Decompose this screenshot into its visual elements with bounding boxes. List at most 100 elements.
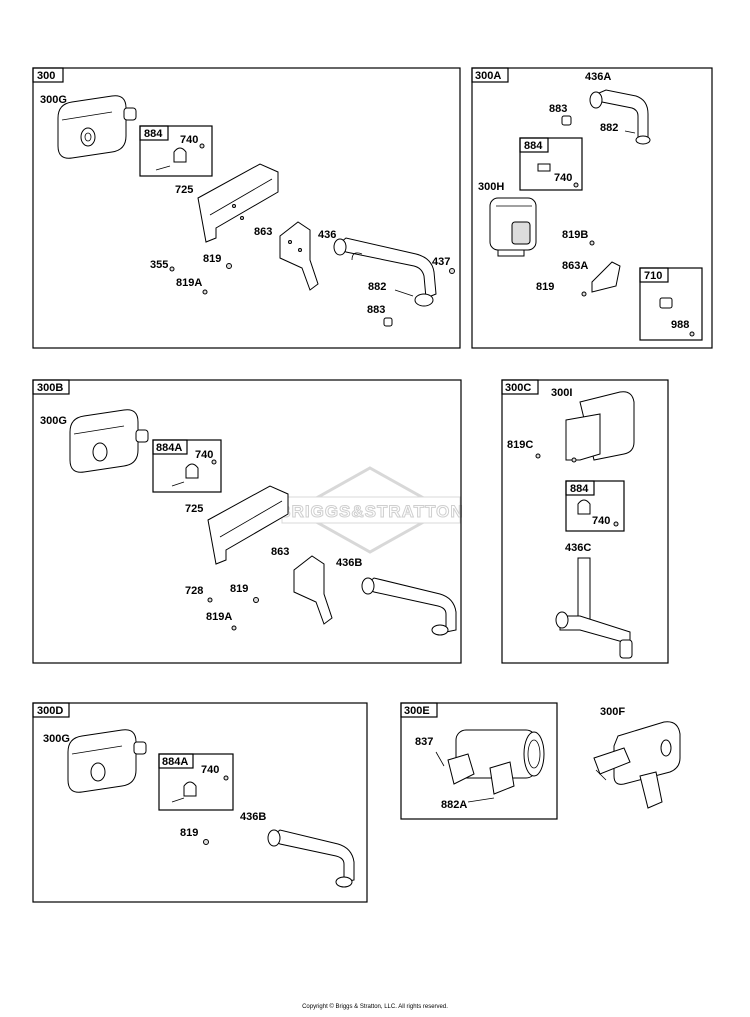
section-300e-tag-box: [400, 702, 438, 718]
bracket-863: [279, 221, 319, 291]
label-882a: 882A: [441, 799, 467, 811]
section-300-tag: 300: [37, 70, 55, 82]
kit-884-c-frame: [565, 480, 625, 532]
label-725-b: 725: [185, 503, 203, 515]
section-300a-tag: 300A: [475, 70, 501, 82]
label-436a: 436A: [585, 71, 611, 83]
label-300h: 300H: [478, 181, 504, 193]
label-819b: 819B: [562, 229, 588, 241]
label-300g-b: 300G: [40, 415, 67, 427]
section-300c: 300C 300I 819C 884 740 436C: [501, 379, 669, 664]
kit-884a-d-tag-box: [158, 753, 194, 769]
label-819a: 819A: [176, 277, 202, 289]
section-300f: 300F: [593, 706, 681, 809]
label-300g-d: 300G: [43, 733, 70, 745]
label-819: 819: [203, 253, 221, 265]
section-300b-frame: [32, 379, 462, 664]
section-300e-frame: [400, 702, 558, 820]
label-988: 988: [671, 319, 689, 331]
kit-884a-d-frame: [158, 753, 234, 811]
label-740-d: 740: [201, 764, 219, 776]
label-863-b: 863: [271, 546, 289, 558]
label-883: 883: [367, 304, 385, 316]
section-300a-frame: [471, 67, 713, 349]
section-300a-tag-box: [471, 67, 509, 83]
label-819a-b: 819A: [206, 611, 232, 623]
exhaust-pipe-436c: [555, 557, 633, 659]
section-300b-tag-box: [32, 379, 70, 395]
section-300e: 300E 837 882A: [400, 702, 558, 820]
label-837: 837: [415, 736, 433, 748]
section-300-tag-box: [32, 67, 64, 83]
label-863a: 863A: [562, 260, 588, 272]
label-355: 355: [150, 259, 168, 271]
kit-710-frame: [639, 267, 703, 341]
label-740: 740: [180, 134, 198, 146]
muffler-300g: [57, 95, 137, 159]
label-884: 884: [144, 128, 163, 140]
label-436b: 436B: [336, 557, 362, 569]
section-300b: 300B 300G 884A 740 725 863 436B 728 8: [32, 379, 462, 664]
label-819-a: 819: [536, 281, 554, 293]
kit-710-tag-box: [639, 267, 669, 283]
label-436b-d: 436B: [240, 811, 266, 823]
label-710: 710: [644, 270, 662, 282]
watermark-text: BRIGGS&STRATTON: [278, 502, 463, 521]
muffler-300f: [593, 721, 681, 809]
section-300-frame: [32, 67, 461, 349]
exhaust-pipe-436b-d: [267, 829, 355, 888]
section-300e-tag: 300E: [404, 705, 430, 717]
kit-884-a-tag-box: [519, 137, 549, 153]
label-882: 882: [368, 281, 386, 293]
muffler-300g-d: [67, 729, 147, 793]
label-728: 728: [185, 585, 203, 597]
label-740-a: 740: [554, 172, 572, 184]
label-436: 436: [318, 229, 336, 241]
label-819-b: 819: [230, 583, 248, 595]
label-740-c: 740: [592, 515, 610, 527]
label-882-a: 882: [600, 122, 618, 134]
section-300a: 300A 436A 883 882 884 740 300H 819B 863A…: [471, 67, 713, 349]
section-300c-frame: [501, 379, 669, 664]
exhaust-pipe-436: [333, 237, 437, 307]
label-884-c: 884: [570, 483, 589, 495]
label-740-b: 740: [195, 449, 213, 461]
label-300i: 300I: [551, 387, 572, 399]
label-819-d: 819: [180, 827, 198, 839]
section-300d-tag: 300D: [37, 705, 63, 717]
kit-884-c-tag-box: [565, 480, 595, 496]
kit-884a-tag-box: [152, 439, 188, 455]
exhaust-pipe-436a: [589, 89, 651, 145]
label-884-a: 884: [524, 140, 543, 152]
label-725: 725: [175, 184, 193, 196]
section-300f-tag: 300F: [600, 706, 625, 718]
section-300: 300 300G 884 740 725: [32, 67, 461, 349]
label-436c: 436C: [565, 542, 591, 554]
label-884a: 884A: [156, 442, 182, 454]
muffler-300h: [489, 197, 537, 257]
copyright-notice: Copyright © Briggs & Stratton, LLC. All …: [302, 1004, 448, 1010]
label-884a-d: 884A: [162, 756, 188, 768]
clamp-part: [155, 143, 205, 171]
muffler-300i: [565, 391, 635, 463]
section-300d-frame: [32, 702, 368, 903]
label-437: 437: [432, 256, 450, 268]
heat-shield-725: [197, 163, 279, 243]
section-300d: 300D 300G 884A 740 819 436B: [32, 702, 368, 903]
kit-884-tag-box: [139, 125, 169, 141]
label-883-a: 883: [549, 103, 567, 115]
section-300c-tag: 300C: [505, 382, 531, 394]
section-300c-tag-box: [501, 379, 539, 395]
kit-884-a-frame: [519, 137, 583, 191]
muffler-300g-b: [69, 409, 149, 473]
watermark: BRIGGS&STRATTON: [278, 466, 463, 554]
label-863: 863: [254, 226, 272, 238]
heat-shield-725-b: [207, 485, 289, 565]
exhaust-pipe-436b: [361, 577, 457, 636]
kit-884-frame: [139, 125, 213, 177]
label-819c: 819C: [507, 439, 533, 451]
section-300d-tag-box: [32, 702, 70, 718]
muffler-300e: [447, 729, 545, 795]
label-300g: 300G: [40, 94, 67, 106]
